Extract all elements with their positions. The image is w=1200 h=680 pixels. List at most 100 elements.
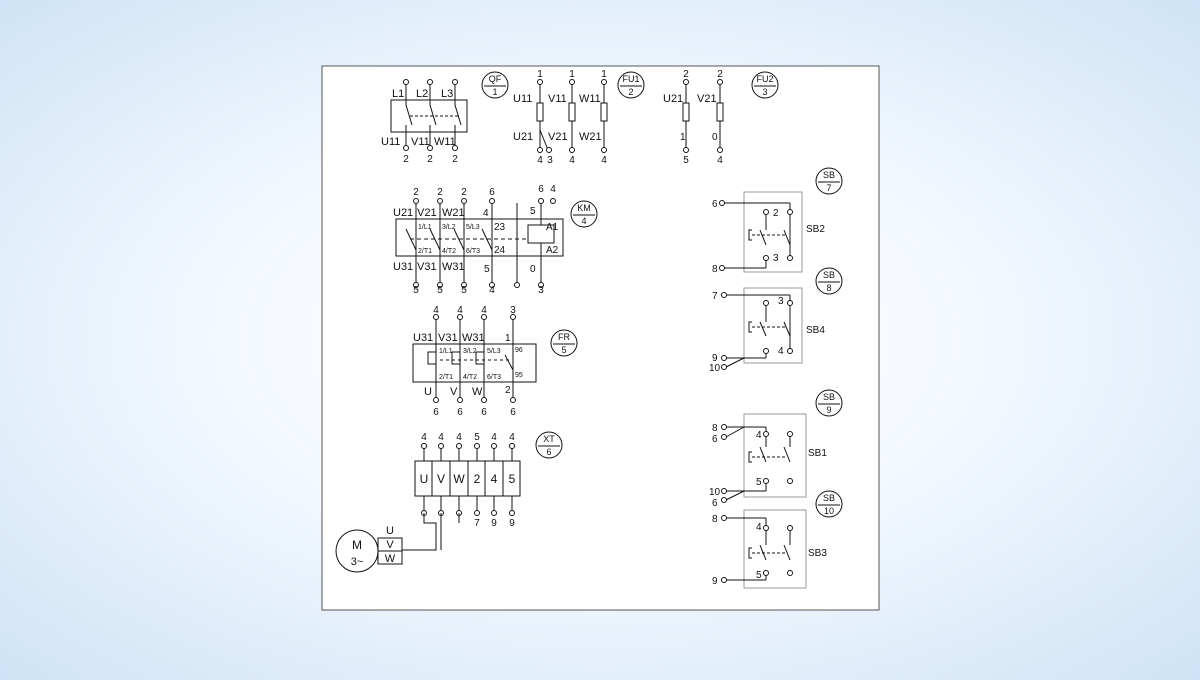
sb4-label: SB4	[806, 325, 825, 336]
sb3-label: SB3	[808, 548, 827, 559]
km-term-b5: 3	[538, 285, 544, 296]
fu2-in-u21: U21	[663, 93, 683, 105]
motor-phase-w: W	[385, 553, 396, 565]
km-term-b4: 4	[489, 285, 495, 296]
fr-pin-2t1: 2/T1	[439, 374, 453, 381]
km-term-t1: 2	[413, 187, 419, 198]
sb1-term-10: 10	[709, 487, 721, 498]
tag-fr-num: 5	[561, 345, 566, 355]
km-pin-a2: A2	[546, 245, 559, 256]
fu1-term-t2: 1	[569, 69, 575, 80]
sb2-term-8: 8	[712, 264, 718, 275]
fu1-out-v21: V21	[548, 131, 568, 143]
sb3-term-9: 9	[712, 576, 718, 587]
fr-pin-96: 96	[515, 347, 523, 354]
km-term-t6: 4	[550, 184, 556, 195]
tag-sb10-num: 10	[824, 506, 834, 516]
fr-term-b1: 6	[433, 407, 439, 418]
km-pin-4t2: 4/T2	[442, 248, 456, 255]
xt-cell-u: U	[420, 472, 429, 486]
km-term-t2: 2	[437, 187, 443, 198]
sb4-term-9: 9	[712, 353, 718, 364]
fr-out-2: 2	[505, 385, 511, 396]
fr-term-b4: 6	[510, 407, 516, 418]
fu2-term-t2: 2	[717, 69, 723, 80]
xt-cell-4: 4	[491, 472, 498, 486]
tag-sb8: SB 8	[815, 267, 843, 295]
tag-fu2: FU2 3	[751, 71, 779, 99]
km-term-b2: 5	[437, 285, 443, 296]
km-in-u21: U21	[393, 207, 413, 219]
sb2-button	[719, 191, 803, 273]
fr-term-t1: 4	[433, 305, 439, 316]
fu1-fuses	[536, 79, 608, 153]
sb2-inner-2: 2	[773, 208, 779, 219]
qf-label-l2: L2	[416, 88, 428, 100]
fu1-out-w21: W21	[579, 131, 602, 143]
qf-term-b1: 2	[403, 154, 409, 165]
fr-pin-4t2: 4/T2	[463, 374, 477, 381]
km-in-v21: V21	[417, 207, 437, 219]
sb1-button	[721, 413, 807, 503]
km-out-w31: W31	[442, 261, 465, 273]
tag-fu1-num: 2	[628, 87, 633, 97]
km-pin-5l3: 5/L3	[466, 224, 480, 231]
km-out-0: 0	[530, 264, 536, 275]
km-contactor	[395, 198, 564, 288]
fr-pin-6t3: 6/T3	[487, 374, 501, 381]
tag-xt-name: XT	[543, 434, 555, 444]
sb1-inner-4: 4	[756, 430, 762, 441]
fu1-term-b3: 4	[569, 155, 575, 166]
qf-label-v11: V11	[411, 136, 430, 148]
km-pin-23: 23	[494, 222, 506, 233]
tag-km-num: 4	[581, 216, 586, 226]
drawing-sheet	[321, 65, 880, 611]
fr-pin-1l1: 1/L1	[439, 348, 453, 355]
xt-term-t3: 4	[456, 432, 462, 443]
km-in-5: 5	[530, 206, 536, 217]
fr-term-t3: 4	[481, 305, 487, 316]
fr-in-w31: W31	[462, 332, 485, 344]
fu1-in-u11: U11	[513, 93, 532, 105]
fu1-term-b1: 4	[537, 155, 543, 166]
sb1-term-8: 8	[712, 423, 718, 434]
sb3-inner-4: 4	[756, 522, 762, 533]
fu2-in-v21: V21	[697, 93, 717, 105]
fu2-term-b2: 4	[717, 155, 723, 166]
qf-breaker	[390, 79, 468, 151]
fr-out-w: W	[472, 386, 483, 398]
qf-label-u11: U11	[381, 136, 400, 148]
tag-fu2-name: FU2	[756, 74, 773, 84]
xt-term-t1: 4	[421, 432, 427, 443]
xt-cell-2: 2	[474, 472, 481, 486]
fr-pin-95: 95	[515, 372, 523, 379]
km-term-t3: 2	[461, 187, 467, 198]
xt-cell-5: 5	[509, 472, 516, 486]
xt-term-t6: 4	[509, 432, 515, 443]
xt-terminal-block	[402, 443, 521, 551]
tag-sb7-num: 7	[826, 183, 831, 193]
fr-in-v31: V31	[438, 332, 458, 344]
tag-sb10: SB 10	[815, 490, 843, 518]
km-term-t4: 6	[489, 187, 495, 198]
fu1-in-w11: W11	[579, 93, 601, 105]
fr-pin-3l2: 3/L2	[463, 348, 477, 355]
fr-term-t4: 3	[510, 305, 516, 316]
tag-fr: FR 5	[550, 329, 578, 357]
fr-term-b2: 6	[457, 407, 463, 418]
fu1-out-u21: U21	[513, 131, 533, 143]
xt-term-t2: 4	[438, 432, 444, 443]
qf-label-l1: L1	[392, 88, 404, 100]
fu1-term-t3: 1	[601, 69, 607, 80]
sb2-inner-3: 3	[773, 253, 779, 264]
tag-sb9-num: 9	[826, 405, 831, 415]
sb2-term-6: 6	[712, 199, 718, 210]
tag-sb7: SB 7	[815, 167, 843, 195]
sb3-term-8: 8	[712, 514, 718, 525]
km-pin-3l2: 3/L2	[442, 224, 456, 231]
motor-phase-u: U	[386, 525, 394, 537]
fr-in-1: 1	[505, 333, 511, 344]
qf-term-b2: 2	[427, 154, 433, 165]
tag-qf: QF 1	[481, 71, 509, 99]
